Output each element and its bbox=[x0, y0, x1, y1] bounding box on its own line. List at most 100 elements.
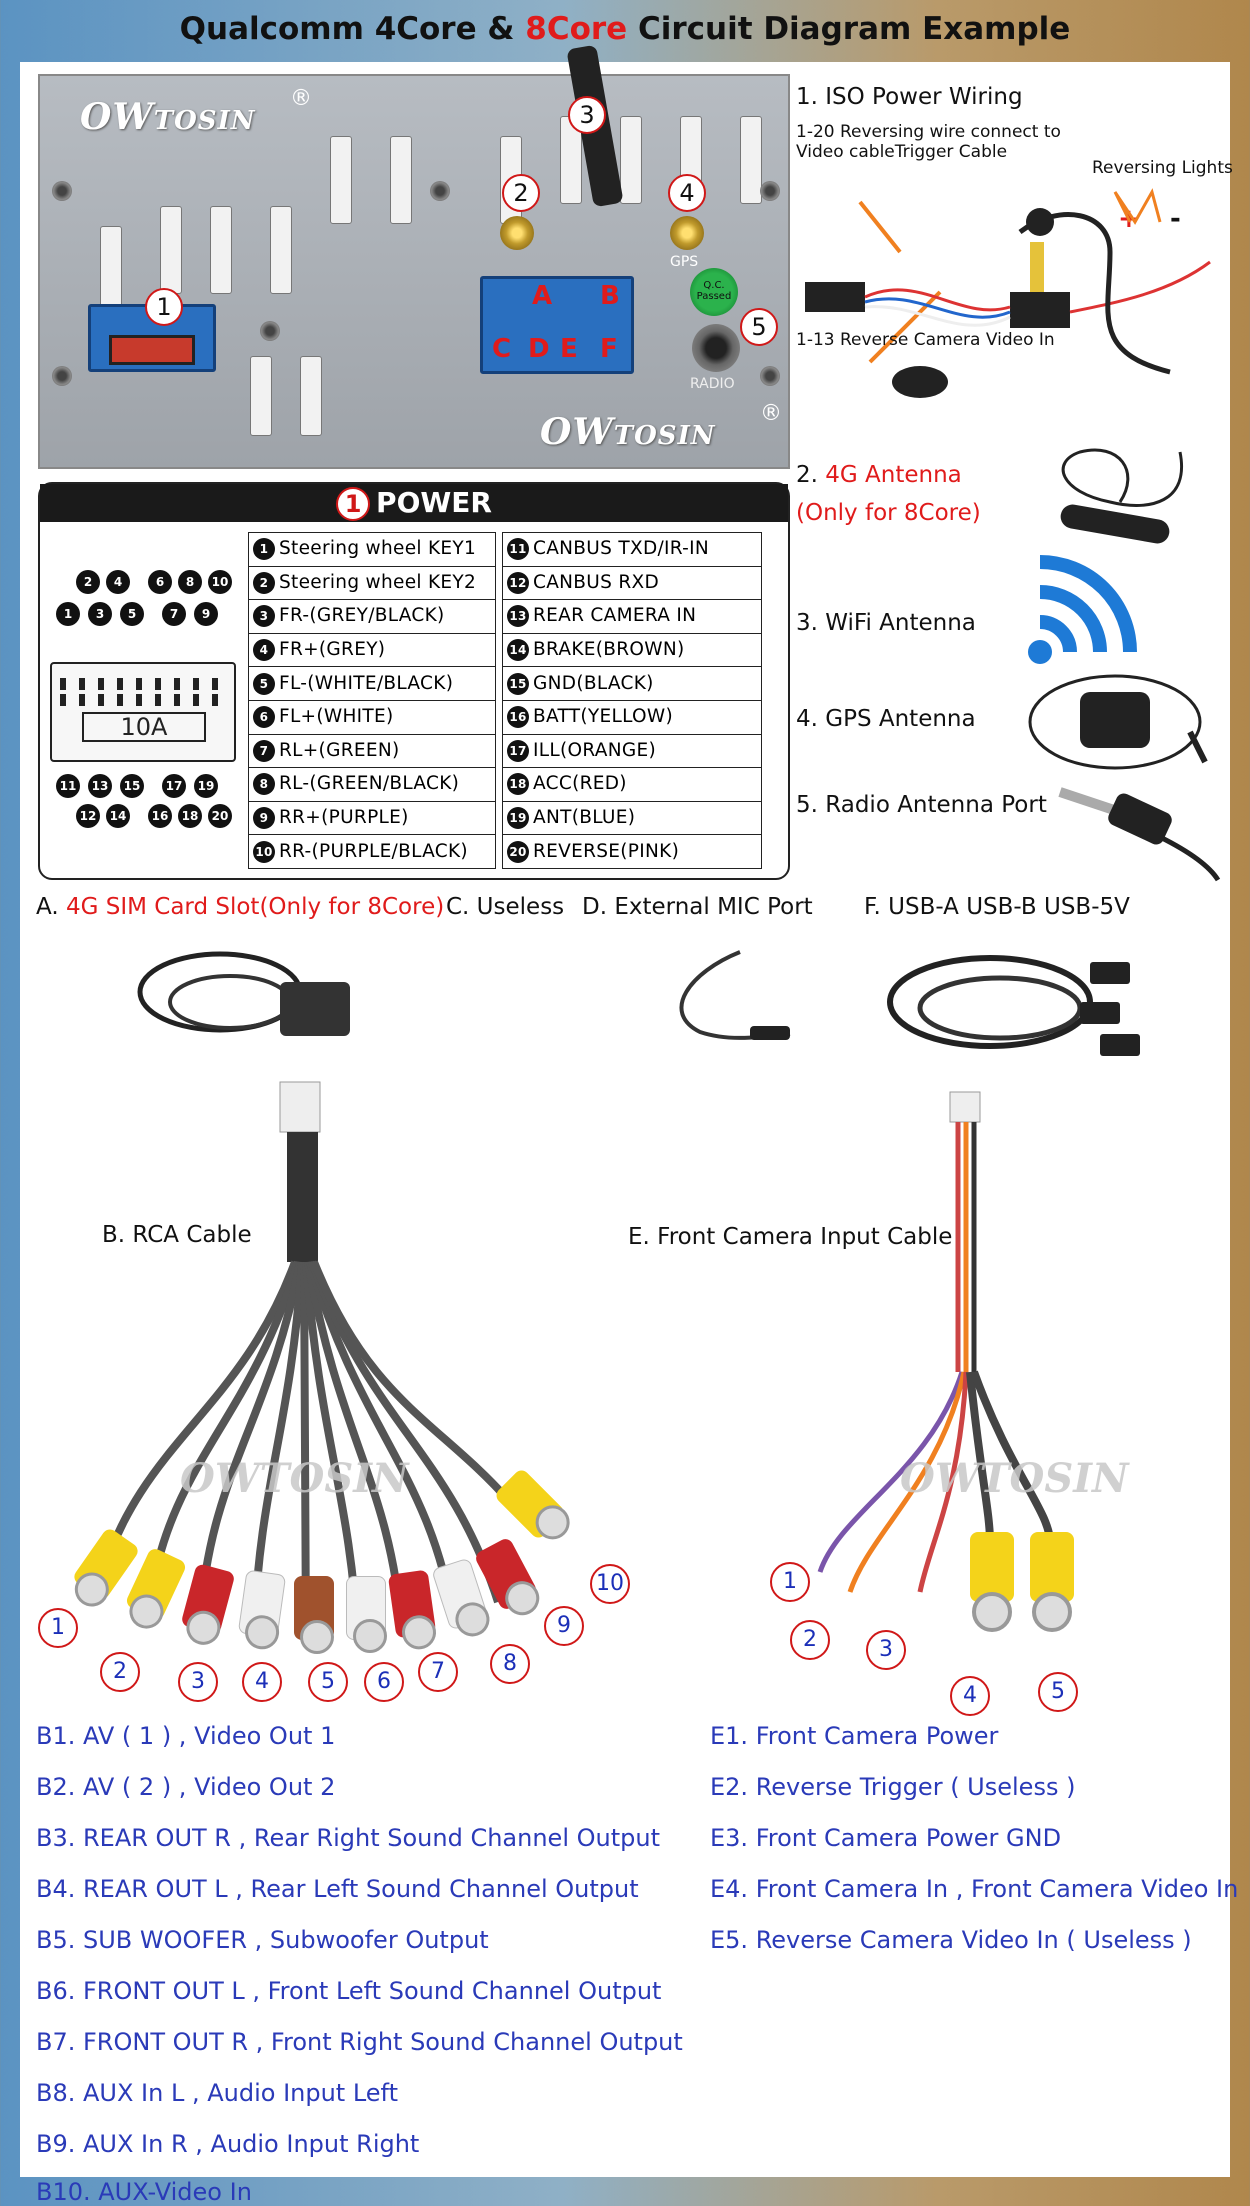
rca-plug-brown bbox=[294, 1576, 334, 1654]
b-item-1: B1. AV ( 1 ) , Video Out 1 bbox=[36, 1722, 336, 1750]
pin-number: 2 bbox=[253, 571, 275, 594]
pin-number: 16 bbox=[507, 706, 529, 729]
front-cam-number-1: 1 bbox=[770, 1562, 810, 1602]
screw bbox=[52, 366, 72, 386]
reversing-lights-label: Reversing Lights bbox=[1092, 158, 1233, 178]
pin-label: GND(BLACK) bbox=[533, 672, 654, 694]
b-item-10: B10. AUX-Video In bbox=[36, 2178, 252, 2206]
svg-text:OWTOSIN: OWTOSIN bbox=[180, 1455, 410, 1502]
e-item-3: E3. Front Camera Power GND bbox=[710, 1824, 1062, 1852]
pin-marker: 7 bbox=[162, 602, 186, 626]
pin-marker: 11 bbox=[56, 774, 80, 798]
port-d-label: D. External MIC Port bbox=[582, 894, 813, 920]
port-a-label: A. 4G SIM Card Slot(Only for 8Core) bbox=[36, 894, 445, 920]
gps-antenna-label: 4. GPS Antenna bbox=[796, 706, 976, 732]
vent-slot bbox=[330, 136, 352, 224]
port-letter-b: B bbox=[600, 281, 620, 311]
sma-connector-4g bbox=[500, 216, 534, 250]
front-cam-number-4: 4 bbox=[950, 1676, 990, 1716]
title-part-3: Circuit Diagram Example bbox=[627, 11, 1071, 47]
rca-number-5: 5 bbox=[308, 1662, 348, 1702]
b-item-7: B7. FRONT OUT R , Front Right Sound Chan… bbox=[36, 2028, 683, 2056]
callout-2: 2 bbox=[502, 174, 540, 212]
qc-passed-sticker: Q.C. Passed bbox=[690, 268, 738, 316]
pin-label: RL-(GREEN/BLACK) bbox=[279, 773, 460, 795]
wifi-antenna-label: 3. WiFi Antenna bbox=[796, 610, 976, 636]
pin-marker: 15 bbox=[120, 774, 144, 798]
pin-marker: 16 bbox=[148, 804, 172, 828]
pin-marker: 8 bbox=[178, 570, 202, 594]
e-item-4: E4. Front Camera In , Front Camera Video… bbox=[710, 1875, 1239, 1903]
radio-label: RADIO bbox=[690, 376, 735, 392]
mic-cable-photo bbox=[679, 950, 791, 1040]
radio-antenna-label: 5. Radio Antenna Port bbox=[796, 792, 1047, 818]
port-f-label: F. USB-A USB-B USB-5V bbox=[864, 894, 1130, 920]
pin-number: 18 bbox=[507, 773, 529, 796]
pin-label: FR-(GREY/BLACK) bbox=[279, 605, 445, 627]
page-title: Qualcomm 4Core & 8Core Circuit Diagram E… bbox=[0, 0, 1250, 58]
pin-number: 8 bbox=[253, 773, 275, 796]
pin-label: RL+(GREEN) bbox=[279, 739, 400, 761]
pin-number: 9 bbox=[253, 807, 275, 830]
b-item-3: B3. REAR OUT R , Rear Right Sound Channe… bbox=[36, 1824, 660, 1852]
rca-number-6: 6 bbox=[364, 1662, 404, 1702]
e-item-2: E2. Reverse Trigger ( Useless ) bbox=[710, 1773, 1076, 1801]
pin-label: BATT(YELLOW) bbox=[533, 706, 674, 728]
port-letter-c: C bbox=[492, 334, 512, 364]
minus-sign: - bbox=[1170, 204, 1181, 234]
usb-cable-photo bbox=[887, 955, 1140, 1056]
pin-number: 6 bbox=[253, 706, 275, 729]
registered-mark: ® bbox=[290, 86, 312, 111]
screw bbox=[760, 181, 780, 201]
callout-3: 3 bbox=[568, 96, 606, 134]
rca-cable-title: B. RCA Cable bbox=[102, 1222, 252, 1248]
vent-slot bbox=[100, 226, 122, 314]
reverse-camera-note: 1-13 Reverse Camera Video In bbox=[796, 330, 1055, 350]
front-camera-cable-title: E. Front Camera Input Cable bbox=[628, 1224, 953, 1250]
back-panel-photo: OWTOSIN ® OWTOSIN ® GPS A B C D E F Q.C.… bbox=[38, 44, 790, 469]
sma-connector-gps bbox=[670, 216, 704, 250]
pin-label: FL+(WHITE) bbox=[279, 706, 394, 728]
antenna-4g-photo bbox=[1060, 448, 1183, 544]
pin-number: 3 bbox=[253, 605, 275, 628]
e-item-5: E5. Reverse Camera Video In ( Useless ) bbox=[710, 1926, 1192, 1954]
rca-number-1: 1 bbox=[38, 1608, 78, 1648]
radio-antenna-plug-photo bbox=[1058, 787, 1221, 882]
vent-slot bbox=[210, 206, 232, 294]
pin-label: ANT(BLUE) bbox=[533, 807, 636, 829]
callout-4: 4 bbox=[668, 174, 706, 212]
pin-marker: 2 bbox=[76, 570, 100, 594]
pin-label: ACC(RED) bbox=[533, 773, 627, 795]
pin-marker: 6 bbox=[148, 570, 172, 594]
front-camera-cable-photo: OWTOSIN bbox=[817, 1091, 1130, 1632]
port-letter-e: E bbox=[560, 334, 578, 364]
pin-label: Steering wheel KEY1 bbox=[279, 538, 477, 560]
screw bbox=[430, 181, 450, 201]
e-item-1: E1. Front Camera Power bbox=[710, 1722, 999, 1750]
pin-label: RR-(PURPLE/BLACK) bbox=[279, 840, 468, 862]
